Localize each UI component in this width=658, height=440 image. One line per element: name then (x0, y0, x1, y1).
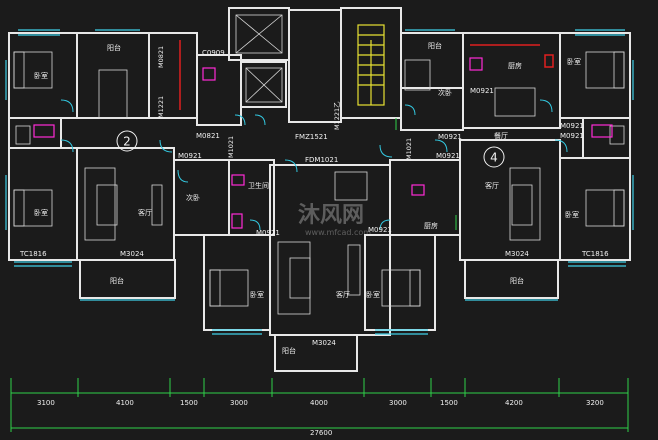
dimension-segment: 3000 (230, 399, 248, 407)
door-code: M0821 (196, 132, 220, 140)
door-code: M1221 (157, 96, 165, 118)
window-code: TC1816 (19, 250, 47, 258)
watermark: 沐风网 www.mfcad.com (298, 203, 371, 237)
center-unit-walls (173, 159, 461, 372)
dimension-total: 27600 (310, 429, 332, 437)
window-code: C0909 (202, 49, 225, 57)
dimension-segment: 1500 (440, 399, 458, 407)
room-label-kitchen: 厨房 (508, 61, 522, 70)
room-label-bedroom: 卧室 (567, 57, 581, 66)
dimension-labels: 3100 4100 1500 3000 4000 3000 1500 4200 … (37, 399, 604, 437)
door-code: M0921 (256, 229, 280, 237)
room-label-balcony: 阳台 (510, 276, 524, 285)
dimension-segment: 4200 (505, 399, 523, 407)
door-code: M0921 (470, 87, 494, 95)
door-code: M3024 (120, 250, 144, 258)
room-label-kitchen: 厨房 (424, 221, 438, 230)
room-label-balcony: 阳台 (428, 41, 442, 50)
dimension-lines (10, 378, 629, 432)
room-label-living: 客厅 (336, 290, 350, 299)
door-code: M0821 (157, 46, 165, 68)
room-labels: 阳台 卧室 卧室 客厅 次卧 卫生间 卧室 客厅 阳台 卧室 厨房 阳台 厨房 … (34, 41, 581, 355)
door-swings (60, 99, 568, 231)
room-label-bedroom: 卧室 (565, 210, 579, 219)
door-code: M0921 (438, 133, 462, 141)
right-unit-walls (400, 32, 631, 299)
room-label-bedroom: 卧室 (34, 208, 48, 217)
door-code: M0921 (178, 152, 202, 160)
room-label-dining: 餐厅 (494, 131, 508, 140)
room-label-living: 客厅 (485, 181, 499, 190)
furniture (13, 51, 625, 315)
wall-accents (179, 40, 554, 230)
dimension-segment: 4000 (310, 399, 328, 407)
windows (5, 29, 634, 335)
room-label-secondary-bedroom: 次卧 (186, 193, 200, 202)
unit-marker-2 (116, 130, 138, 152)
room-label-bathroom: 卫生间 (248, 181, 269, 190)
room-label-balcony: 阳台 (110, 276, 124, 285)
watermark-brand: 沐风网 (298, 203, 364, 228)
dimension-segment: 3100 (37, 399, 55, 407)
room-label-living: 客厅 (138, 208, 152, 217)
door-code: M3024 (505, 250, 529, 258)
door-code: FDM1021 (305, 156, 338, 164)
room-label-balcony: 阳台 (107, 43, 121, 52)
room-label-secondary-bedroom: 次卧 (438, 88, 452, 97)
door-code: M3024 (312, 339, 336, 347)
opening-codes: C0909 M0821 M1221 M0821 M0921 M1021 FMZ1… (19, 46, 609, 347)
room-label-bedroom: 卧室 (366, 290, 380, 299)
dimension-segment: 3200 (586, 399, 604, 407)
unit-marker-4 (483, 146, 505, 168)
sanitary-fixtures (33, 57, 613, 229)
window-code: TC1816 (581, 250, 609, 258)
dimension-segment: 4100 (116, 399, 134, 407)
door-code: M0921 (368, 226, 392, 234)
dimension-segment: 3000 (389, 399, 407, 407)
door-code: M1021 (227, 136, 235, 158)
room-label-bedroom: 卧室 (34, 71, 48, 80)
door-code: M1021 (405, 138, 413, 160)
unit-number-4: 4 (490, 151, 498, 165)
door-code: M0921 (560, 132, 584, 140)
door-code: M0921 (436, 152, 460, 160)
stairwell (357, 24, 385, 106)
room-label-bedroom: 卧室 (250, 290, 264, 299)
dimension-segment: 1500 (180, 399, 198, 407)
door-code: M0921 (560, 122, 584, 130)
door-code: M1221乙 (333, 101, 341, 130)
room-label-balcony: 阳台 (282, 346, 296, 355)
fire-door-code: FMZ1521 (295, 133, 328, 141)
watermark-url: www.mfcad.com (305, 228, 371, 237)
elevators (235, 14, 283, 103)
unit-number-2: 2 (123, 135, 131, 149)
